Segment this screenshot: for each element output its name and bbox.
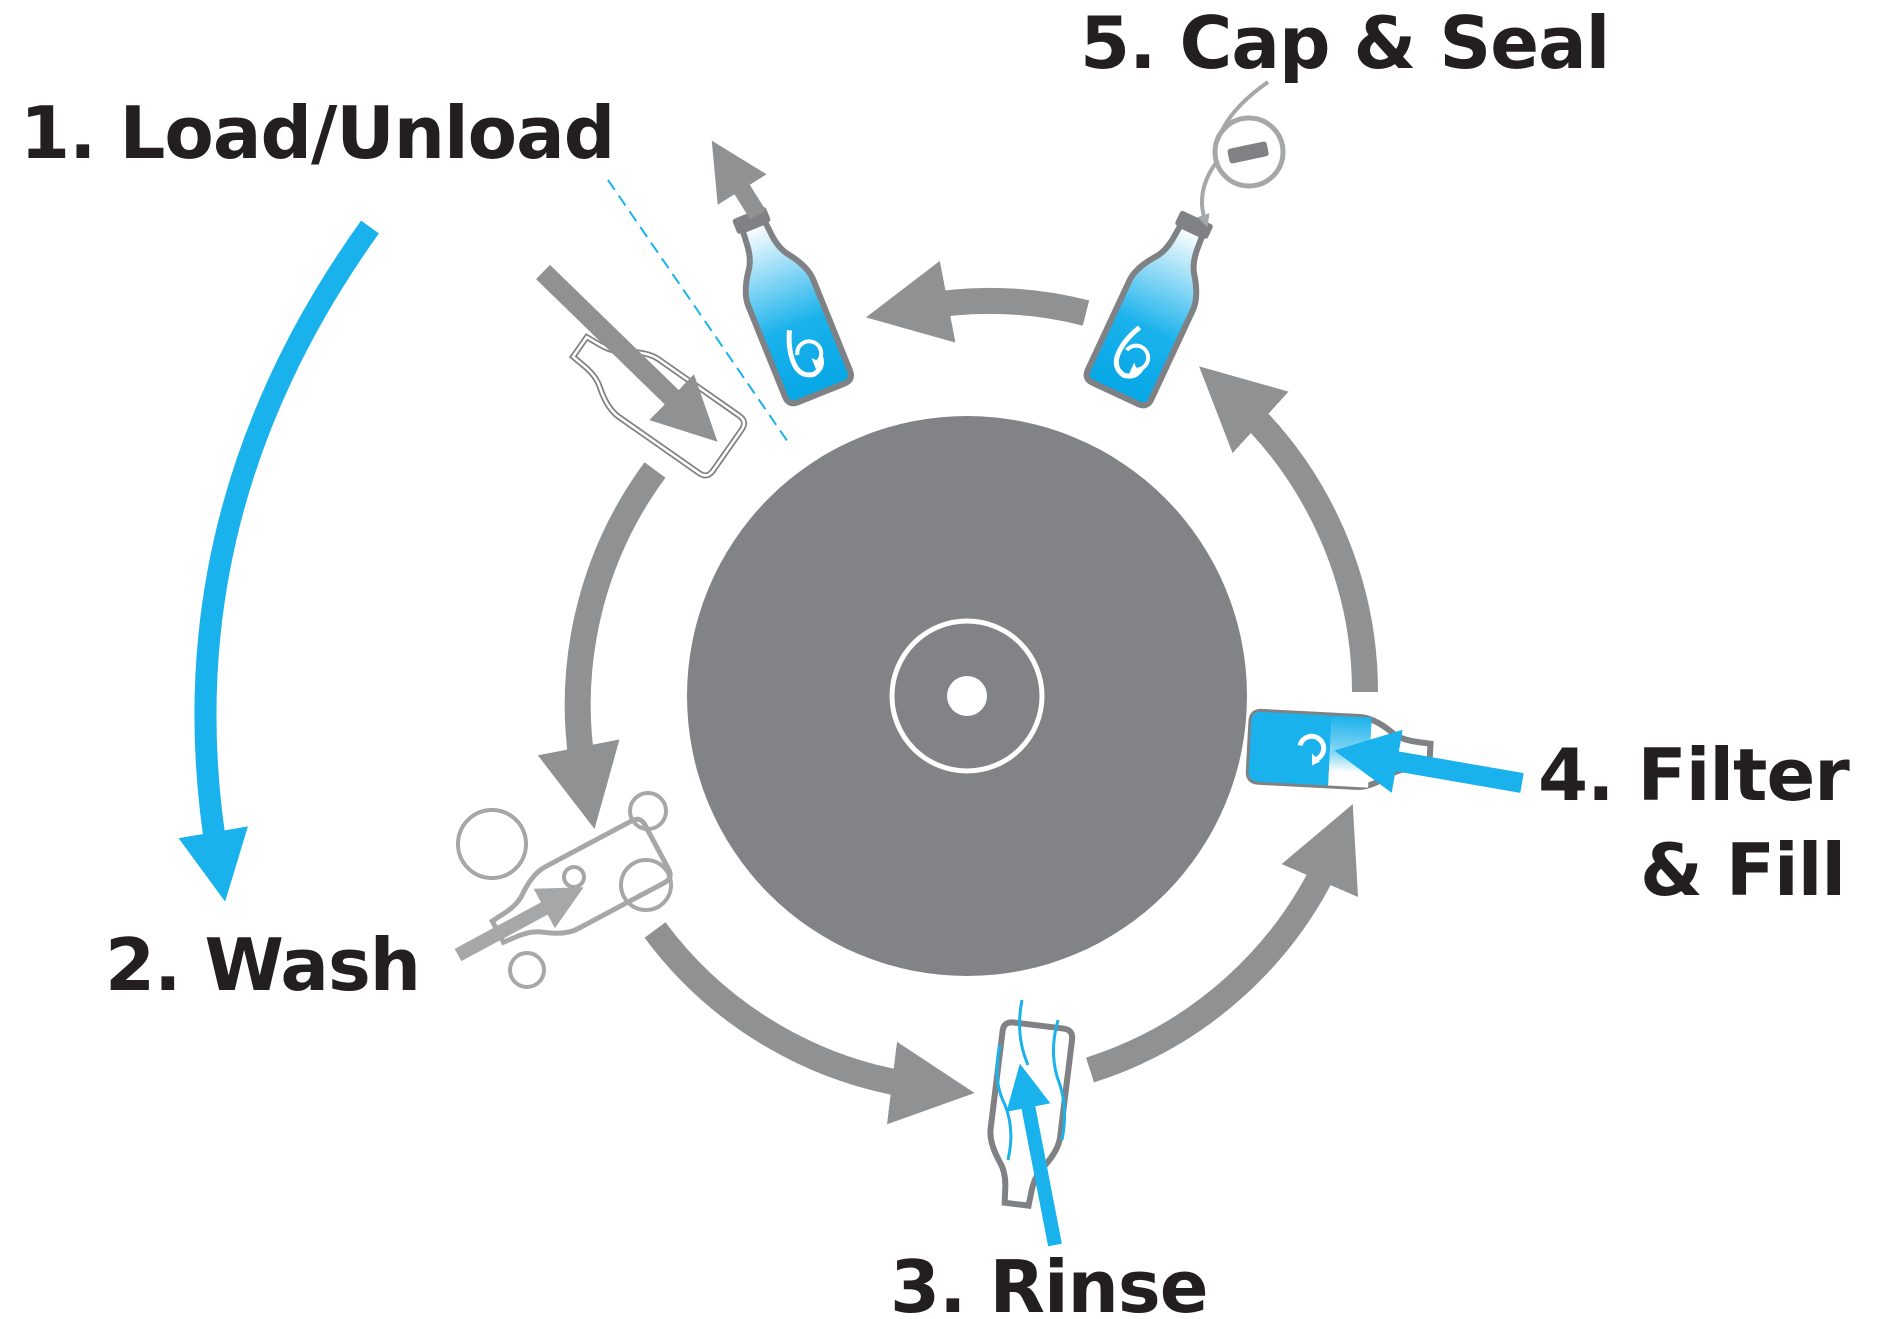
load-arrow [536,264,718,442]
step-4-label-line2: & Fill [1640,828,1845,912]
guide-dashed-line [607,179,791,446]
station-wash [454,791,673,989]
rotation-arrows [537,260,1378,1125]
station-load-unload [536,140,854,479]
wash-bubbles [456,791,673,989]
turntable-ring [889,618,1045,774]
cap-drop-arrow [1197,158,1220,228]
rotation-arrow-right-upper [1199,366,1378,693]
cap-icon [1227,141,1269,164]
bubble-icon [508,951,546,989]
step-5-label: 5. Cap & Seal [1080,1,1609,85]
turntable [687,416,1247,976]
refill-cycle-icon [1297,733,1327,766]
step-4-label-line1: 4. Filter [1538,733,1850,817]
rotation-arrow-top [865,260,1090,343]
refill-cycle-icon [1113,325,1151,379]
fill-arrow [1334,729,1524,793]
step-1-label: 1. Load/Unload [20,91,614,175]
bubble-icon [628,791,668,831]
station-filter-fill [1248,711,1524,793]
cap-leader-line [1216,80,1270,141]
rinse-stream [1018,999,1030,1066]
bubble-icon [562,865,586,889]
refill-cycle-icon [786,330,824,378]
unload-arrow [711,140,767,220]
bubble-icon [456,808,528,880]
turntable-hub [947,676,987,716]
bottle-icon [481,816,673,962]
step-2-label: 2. Wash [105,923,420,1007]
bubble-icon [619,858,673,912]
bottle-icon [1248,711,1431,790]
load-to-wash-arrow [178,220,379,902]
bottle-icon [716,207,854,406]
cap-icon [1175,210,1213,239]
station-rinse [982,999,1073,1247]
step-3-label: 3. Rinse [890,1245,1208,1319]
wash-arrow [454,887,584,962]
rotation-arrow-left [537,462,666,830]
cap-circle [1212,115,1286,189]
rotation-arrow-right-lower [1086,804,1358,1083]
rotation-arrow-bottom-left [644,922,975,1125]
rinse-stream [1051,1019,1067,1141]
bottle-icon [1084,210,1229,408]
rinse-stream [995,1044,1013,1161]
cap-icon [732,207,771,234]
station-cap-seal [1084,80,1286,408]
rinse-arrow [1006,1063,1062,1247]
